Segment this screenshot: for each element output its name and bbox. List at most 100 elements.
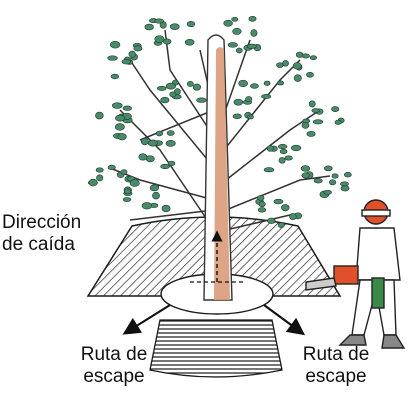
leaf xyxy=(329,179,337,186)
leaf xyxy=(88,178,98,187)
leaf xyxy=(340,185,350,192)
leaf xyxy=(301,121,310,129)
tree-icon xyxy=(109,29,331,231)
leaf xyxy=(233,98,244,106)
leaf xyxy=(162,38,172,45)
leaf xyxy=(109,40,121,49)
leaf xyxy=(129,179,140,187)
leaf xyxy=(110,73,120,80)
leaf xyxy=(301,53,310,59)
leaf xyxy=(112,102,123,109)
leaf xyxy=(231,16,239,22)
leaf xyxy=(140,137,149,146)
leaf xyxy=(107,55,118,61)
leaf xyxy=(266,145,274,152)
leaf xyxy=(149,184,160,192)
leaf xyxy=(257,195,265,201)
leaf xyxy=(165,82,176,90)
leaf xyxy=(232,113,242,119)
leaf xyxy=(223,19,233,27)
leaf xyxy=(169,91,177,98)
leaf xyxy=(96,174,104,182)
fall-direction-label-line2: de caída xyxy=(2,234,75,255)
escape-arrow-right xyxy=(263,304,306,336)
leaf xyxy=(196,97,207,103)
leaf xyxy=(154,18,164,24)
leaf xyxy=(192,83,201,91)
leaf xyxy=(258,201,266,208)
leaf xyxy=(115,123,125,131)
leaf xyxy=(284,155,293,161)
leaf xyxy=(340,181,349,187)
leaf xyxy=(344,172,352,178)
leaf xyxy=(227,42,238,48)
escape-zone xyxy=(149,319,283,378)
leaf xyxy=(161,204,171,213)
leaf xyxy=(306,71,314,78)
leaf xyxy=(166,130,175,136)
leaf xyxy=(138,153,148,161)
leaf xyxy=(331,106,340,112)
leaf xyxy=(300,165,311,172)
leaf xyxy=(309,55,317,60)
leaf xyxy=(247,114,254,120)
leaf xyxy=(306,130,316,137)
leaf xyxy=(169,23,180,30)
leaf xyxy=(144,23,154,31)
leaf xyxy=(145,155,155,163)
leaf xyxy=(278,157,286,164)
leaf xyxy=(184,38,195,46)
leaf xyxy=(263,167,275,173)
leaf xyxy=(155,130,163,137)
leaf xyxy=(301,172,310,179)
leaf xyxy=(95,111,104,120)
leaf xyxy=(160,163,170,170)
fall-direction-label-line1: Dirección xyxy=(2,212,82,233)
escape-route-label-left: Ruta de escape xyxy=(58,344,170,388)
tree-foliage xyxy=(87,15,352,228)
leaf xyxy=(165,140,176,147)
leaf xyxy=(117,133,127,141)
leaf xyxy=(232,27,242,35)
leaf xyxy=(277,143,288,150)
leaf xyxy=(133,45,143,52)
leaf xyxy=(313,178,323,184)
leaf xyxy=(246,43,257,49)
leaf xyxy=(282,60,289,67)
escape-right-line1: Ruta de xyxy=(302,344,370,365)
leaf xyxy=(293,74,302,82)
leaf xyxy=(250,29,258,37)
leaf xyxy=(281,204,290,212)
leaf xyxy=(257,207,267,213)
leaf xyxy=(115,114,126,122)
leaf xyxy=(128,50,136,58)
leaf xyxy=(235,47,243,54)
leaf xyxy=(120,169,128,175)
escape-left-line2: escape xyxy=(83,366,145,387)
leaf xyxy=(323,189,332,195)
leaf xyxy=(167,160,176,166)
leaf xyxy=(124,188,132,195)
leaf xyxy=(290,144,302,152)
leaf xyxy=(147,139,158,147)
leaf xyxy=(273,198,284,205)
leaf xyxy=(238,79,248,88)
leaf xyxy=(152,191,160,200)
leaf xyxy=(292,62,302,70)
escape-right-line2: escape xyxy=(305,366,367,387)
leaf xyxy=(308,100,316,108)
leaf xyxy=(122,197,132,202)
leaf xyxy=(277,80,285,86)
leaf xyxy=(331,173,339,179)
leaf xyxy=(160,96,170,104)
leaf xyxy=(324,165,333,172)
leaf xyxy=(250,83,259,89)
leaf xyxy=(334,119,342,125)
leaf xyxy=(289,213,297,220)
leaf xyxy=(263,80,271,86)
leaf xyxy=(311,108,320,113)
leaf xyxy=(95,167,104,173)
leaf xyxy=(107,164,116,171)
escape-route-label-right: Ruta de escape xyxy=(280,344,392,388)
leaf xyxy=(156,86,167,91)
